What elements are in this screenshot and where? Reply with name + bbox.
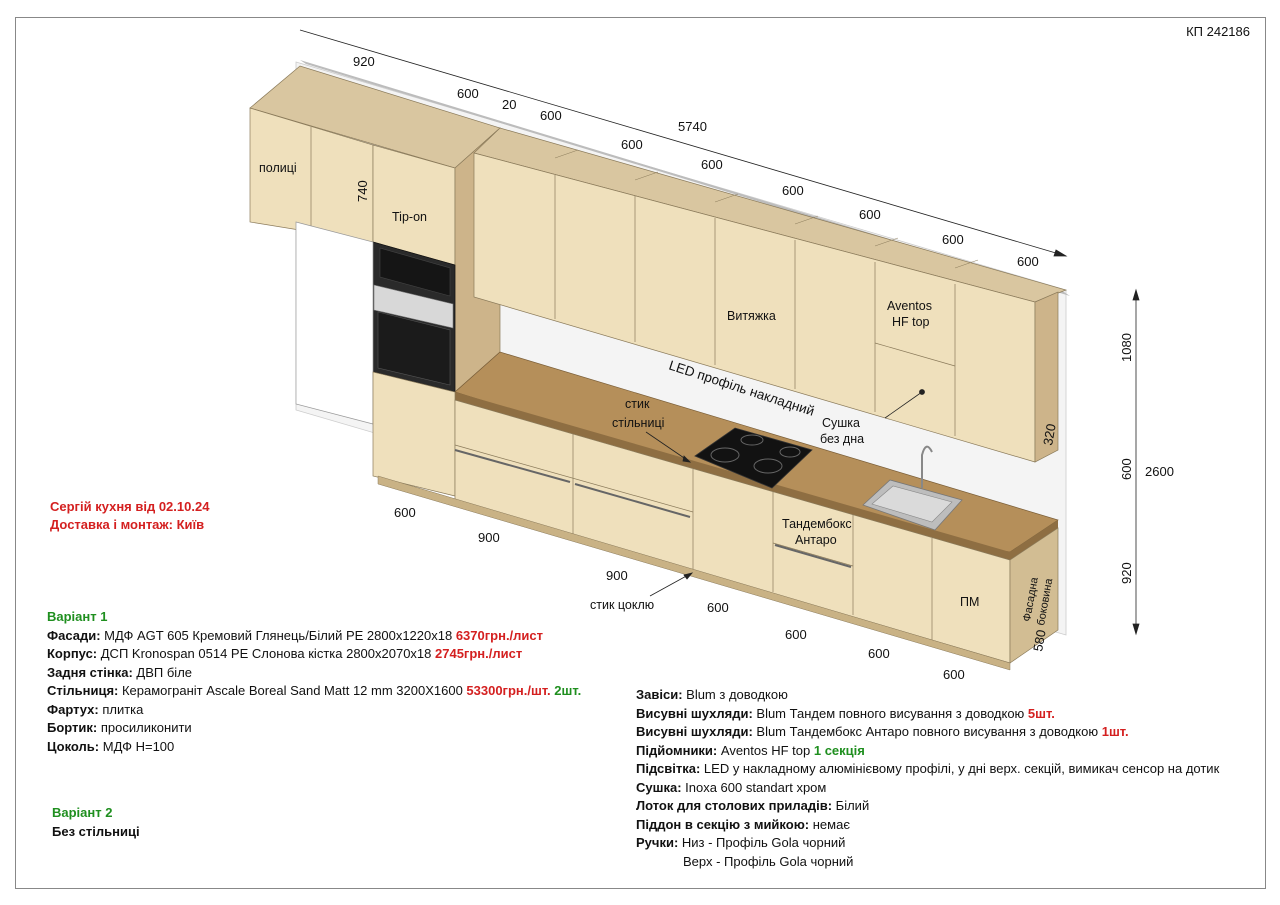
microwave (379, 247, 451, 297)
dim-2600: 2600 (1145, 464, 1174, 479)
hardware-row: Завіси: Blum з доводкою (636, 687, 788, 702)
oven-panel (373, 284, 454, 329)
variant-2-text: Без стільниці (52, 823, 140, 839)
dim-920-h: 920 (1119, 562, 1134, 584)
dim-320: 320 (1040, 423, 1059, 447)
dim-580: 580 (1030, 629, 1049, 653)
hardware-row: Підйомники: Aventos HF top 1 секція (636, 742, 865, 758)
variant-1-spec: Варіант 1 Фасади: МДФ AGT 605 Кремовий Г… (47, 608, 581, 756)
side-facade-panel (1009, 527, 1059, 664)
order-line-1: Сергій кухня від 02.10.24 (50, 499, 210, 514)
oven-door (377, 311, 451, 386)
drawing-frame (15, 17, 1266, 889)
handles-top-row: Верх - Профіль Gola чорний (683, 853, 854, 869)
spec-row: Цоколь: МДФ Н=100 (47, 738, 175, 754)
variant-2-title: Варіант 2 (52, 805, 113, 820)
spec-row: Фартух: плитка (47, 701, 144, 717)
spec-row: Задня стінка: ДВП біле (47, 664, 193, 680)
hardware-spec: Завіси: Blum з доводкою Висувні шухляди:… (636, 686, 1219, 871)
label-joint: стик (625, 397, 650, 411)
label-shelves: полиці (259, 161, 297, 175)
order-line-2: Доставка і монтаж: Київ (50, 517, 205, 532)
hardware-row: Піддон в секцію з мийкою: немає (636, 816, 850, 832)
hardware-row: Підсвітка: LED у накладному алюмінієвому… (636, 761, 1220, 776)
spec-row: Корпус: ДСП Kronospan 0514 PE Слонова кі… (47, 646, 523, 661)
spec-row: Стільниця: Керамограніт Ascale Boreal Sa… (47, 683, 582, 698)
variant-2-spec: Варіант 2 Без стільниці (52, 804, 140, 841)
dim-600: 600 (701, 157, 723, 172)
dim-600: 600 (457, 86, 479, 101)
variant-1-title: Варіант 1 (47, 609, 108, 624)
label-tip-on: Tip-on (392, 210, 427, 224)
dim-600: 600 (943, 667, 965, 682)
label-dryer-no-bottom: без дна (820, 432, 864, 446)
dim-600: 600 (394, 505, 416, 520)
spec-row: Фасади: МДФ AGT 605 Кремовий Глянець/Біл… (47, 627, 544, 643)
label-plinth-joint: стик цоклю (590, 598, 654, 612)
plinth (377, 475, 1011, 671)
dim-600: 600 (782, 183, 804, 198)
hardware-row: Висувні шухляди: Blum Тандем повного вис… (636, 705, 1055, 721)
label-antaro: Антаро (795, 533, 837, 547)
order-info: Сергій кухня від 02.10.24 Доставка і мон… (50, 498, 209, 534)
label-dryer: Сушка (822, 416, 860, 430)
dim-600-h: 600 (1119, 458, 1134, 480)
label-hood: Витяжка (727, 309, 776, 323)
label-aventos: Aventos (887, 299, 932, 313)
dim-900: 900 (606, 568, 628, 583)
dim-600: 600 (707, 600, 729, 615)
label-tandembox: Тандембокс (782, 517, 852, 531)
dim-600: 600 (859, 207, 881, 222)
dim-1080: 1080 (1119, 333, 1134, 362)
document-number: КП 242186 (1186, 24, 1250, 39)
hardware-row: Висувні шухляди: Blum Тандембокс Антаро … (636, 724, 1129, 739)
dim-600: 600 (540, 108, 562, 123)
spec-row: Бортик: просиликонити (47, 720, 192, 735)
hardware-row: Сушка: Inoxa 600 standart хром (636, 779, 827, 795)
label-aventos-hf: HF top (892, 315, 930, 329)
dim-920-top: 920 (353, 54, 375, 69)
dim-600: 600 (621, 137, 643, 152)
faucet (921, 445, 933, 488)
cooktop (694, 427, 813, 489)
dim-5740: 5740 (678, 119, 707, 134)
wall-units-side (1034, 291, 1059, 463)
dim-600: 600 (868, 646, 890, 661)
label-dishwasher: ПМ (960, 595, 979, 609)
dim-600: 600 (942, 232, 964, 247)
dim-20: 20 (502, 97, 516, 112)
dim-900: 900 (478, 530, 500, 545)
dim-740: 740 (355, 180, 370, 202)
hardware-row: Ручки: Низ - Профіль Gola чорний (636, 835, 846, 850)
label-joint-worktop: стільниці (612, 416, 664, 430)
hardware-row: Лоток для столових приладів: Білий (636, 798, 870, 813)
dim-600: 600 (1017, 254, 1039, 269)
dim-600: 600 (785, 627, 807, 642)
